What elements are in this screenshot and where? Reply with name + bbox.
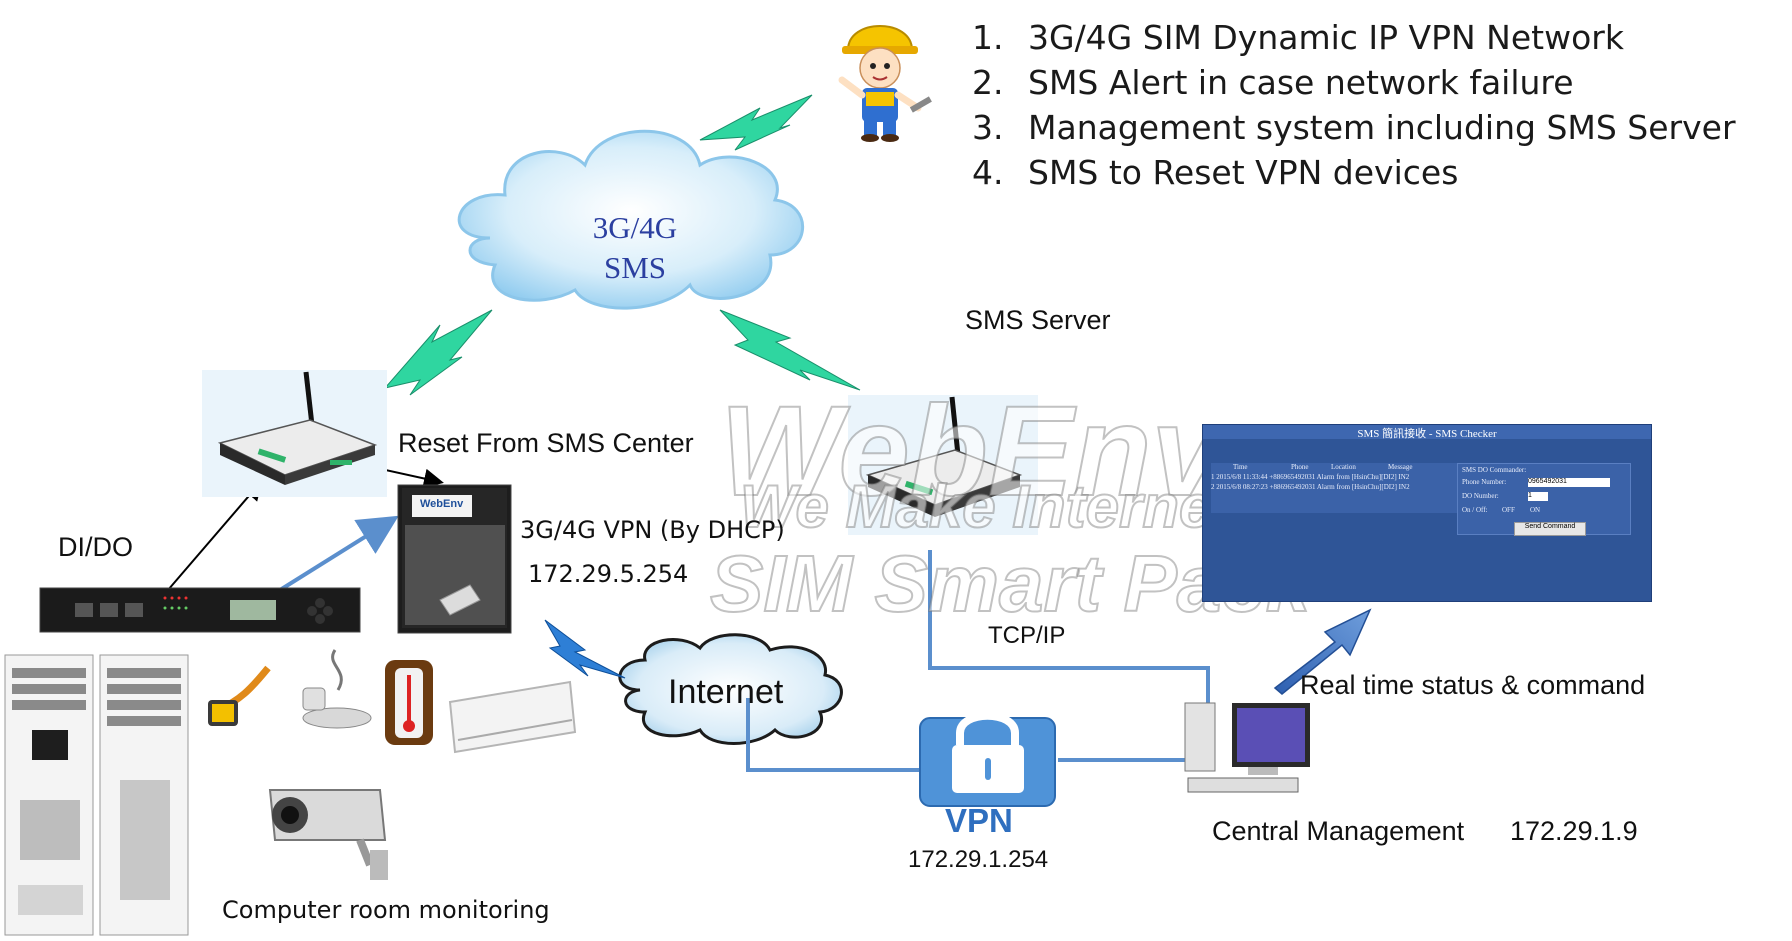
sms-col-location: Location [1331, 463, 1356, 471]
sms-server-label: SMS Server [965, 305, 1111, 335]
internet-cloud [618, 633, 843, 745]
reset-from-sms-label: Reset From SMS Center [398, 428, 694, 458]
feature-item-3: 3. Management system including SMS Server [972, 108, 1736, 147]
sms-col-message: Message [1388, 463, 1413, 471]
sms-col-time: Time [1233, 463, 1248, 471]
feature-item-2: 2. SMS Alert in case network failure [972, 63, 1574, 102]
feature-num: 3. [972, 108, 1004, 147]
vpn-lock-icon [919, 711, 1056, 807]
sms-cloud-line1: 3G/4G [592, 210, 678, 245]
engineer-illustration [822, 15, 942, 142]
central-ip-label: 172.29.1.9 [1510, 816, 1638, 846]
vpn-gateway-ip-label: 172.29.1.254 [908, 846, 1049, 873]
vpn-box-device [397, 484, 512, 634]
vpn-ip-label: 172.29.5.254 [528, 560, 689, 588]
feature-item-4: 4. SMS to Reset VPN devices [972, 153, 1458, 192]
router-left [202, 370, 387, 497]
realtime-label: Real time status & command [1300, 670, 1646, 700]
thermometer-icon [385, 660, 433, 745]
feature-text: SMS Alert in case network failure [1028, 63, 1574, 102]
off-radio[interactable]: OFF [1502, 506, 1515, 514]
sms-cloud-line2: SMS [603, 250, 667, 285]
onoff-label: On / Off: [1462, 506, 1488, 514]
send-command-button[interactable]: Send Command [1514, 522, 1586, 536]
connection-lines [167, 459, 1210, 772]
realtime-arrow [1273, 608, 1372, 695]
vpn-dhcp-label: 3G/4G VPN (By DHCP) [520, 516, 785, 544]
feature-num: 4. [972, 153, 1004, 192]
sms-cloud-label: 3G/4G SMS [560, 208, 710, 288]
do-number-label: DO Number: [1462, 492, 1499, 500]
sms-message-row: 1 2015/6/8 11:33:44 +886965492031 Alarm … [1211, 473, 1410, 481]
feature-num: 1. [972, 18, 1004, 57]
tcpip-label: TCP/IP [988, 622, 1066, 649]
phone-number-label: Phone Number: [1462, 478, 1507, 486]
sms-checker-title: SMS 簡訊接收 - SMS Checker [1203, 425, 1651, 440]
bolt-to-internet [544, 619, 626, 679]
feature-num: 2. [972, 63, 1004, 102]
webenv-device-logo: WebEnv [420, 498, 464, 510]
vpn-badge-label: VPN [945, 802, 1013, 839]
sms-col-phone: Phone [1291, 463, 1309, 471]
smoke-sensor-icon [298, 640, 376, 732]
central-management-label: Central Management [1212, 816, 1465, 846]
bolt-to-sms-server [719, 309, 861, 391]
central-management-computer [1184, 702, 1310, 793]
didio-rack-device [39, 587, 361, 633]
security-camera-icon [255, 775, 400, 880]
sms-cloud [457, 129, 804, 310]
do-number-select[interactable]: 1 [1528, 492, 1548, 501]
feature-text: Management system including SMS Server [1028, 108, 1736, 147]
sms-message-list [1211, 463, 1467, 513]
sms-checker-panel: SMS 簡訊接收 - SMS Checker Time Phone Locati… [1202, 424, 1652, 602]
server-racks [4, 654, 189, 936]
sms-message-row: 2 2015/6/8 08:27:23 +886965492031 Alarm … [1211, 483, 1410, 491]
power-plug-icon [205, 665, 280, 735]
didio-label: DI/DO [58, 532, 134, 562]
feature-item-1: 1. 3G/4G SIM Dynamic IP VPN Network [972, 18, 1624, 57]
router-sms-server [848, 395, 1038, 535]
phone-number-input[interactable]: 0965492031 [1528, 478, 1610, 487]
on-radio[interactable]: ON [1530, 506, 1541, 514]
bolt-to-engineer [699, 94, 813, 151]
bolt-to-router-left [383, 309, 493, 396]
internet-label: Internet [668, 673, 784, 711]
computer-room-label: Computer room monitoring [222, 896, 550, 924]
feature-text: SMS to Reset VPN devices [1028, 153, 1459, 192]
air-conditioner-icon [448, 680, 577, 754]
sms-do-commander: SMS DO Commander: Phone Number: 09654920… [1457, 463, 1631, 536]
commander-title: SMS DO Commander: [1462, 466, 1527, 474]
feature-text: 3G/4G SIM Dynamic IP VPN Network [1028, 18, 1624, 57]
